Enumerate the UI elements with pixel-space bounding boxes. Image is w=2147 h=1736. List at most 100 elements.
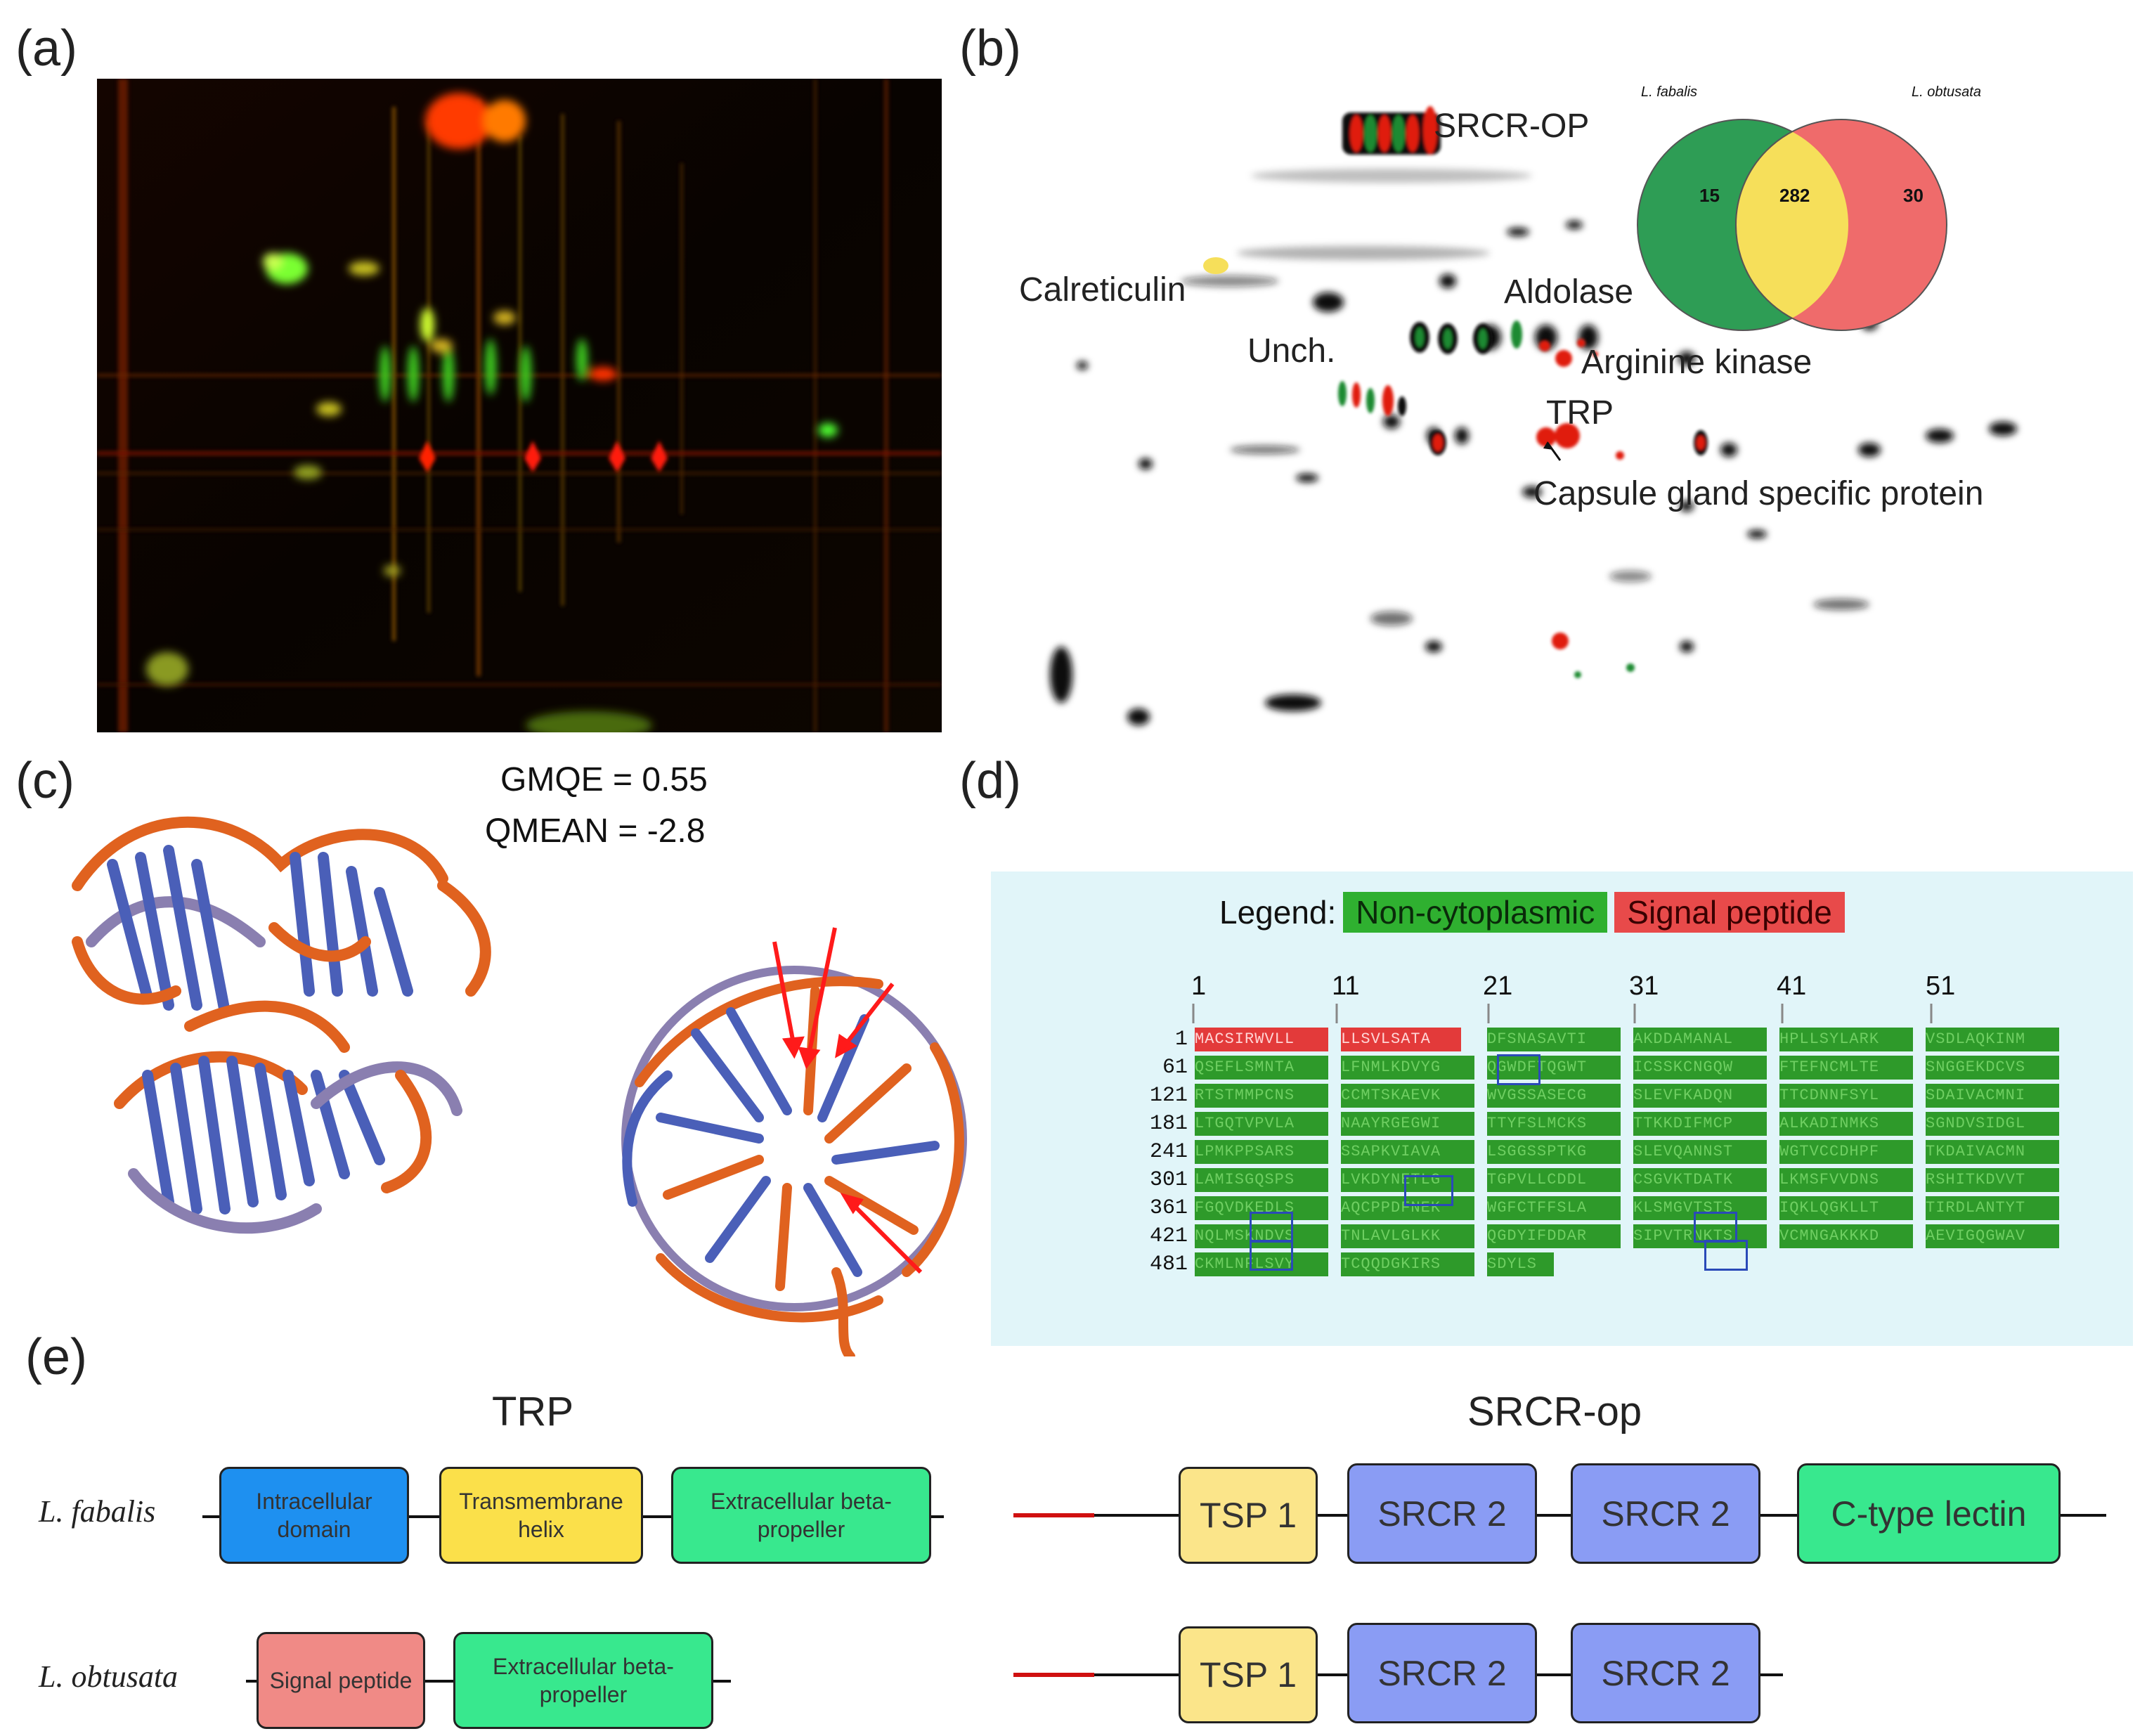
signal-segment xyxy=(1013,1513,1094,1517)
legend-non-cytoplasmic: Non-cytoplasmic xyxy=(1343,892,1608,933)
sequence-block: SIPVTRNKTS xyxy=(1633,1224,1767,1248)
label-srcr-op: SRCR-OP xyxy=(1434,108,1590,145)
sequence-block: LTGQTVPVLA xyxy=(1195,1112,1328,1136)
domain-signal-peptide: Signal peptide xyxy=(257,1632,425,1729)
glycosylation-motif xyxy=(1694,1212,1737,1243)
sequence-block: QSEFLSMNTA xyxy=(1195,1056,1328,1080)
sequence-block: WGFCTFFSLA xyxy=(1487,1196,1621,1220)
sequence-block: TKDAIVACMN xyxy=(1926,1140,2059,1164)
venn-right-title: L. obtusata xyxy=(1912,84,1981,100)
venn-shared-count: 282 xyxy=(1779,185,1810,206)
venn-left-count: 15 xyxy=(1699,185,1720,206)
sequence-block: ICSSKCNGQW xyxy=(1633,1056,1767,1080)
ruler-tick: 51 xyxy=(1926,971,1956,1001)
sequence-block: IQKLQGKLLT xyxy=(1779,1196,1913,1220)
legend-signal-peptide: Signal peptide xyxy=(1614,892,1845,933)
ruler-tick: 41 xyxy=(1777,971,1807,1001)
signal-segment xyxy=(1013,1673,1094,1677)
qmean-score: QMEAN = -2.8 xyxy=(485,812,706,850)
sequence-panel xyxy=(991,872,2133,1346)
trp-title: TRP xyxy=(492,1389,573,1434)
sequence-block: VSDLAQKINM xyxy=(1926,1028,2059,1051)
gel-image-a xyxy=(97,79,942,732)
sequence-block: ALKADINMKS xyxy=(1779,1112,1913,1136)
sequence-block: WVGSSASECG xyxy=(1487,1084,1621,1108)
sequence-block: TTCDNNFSYL xyxy=(1779,1084,1913,1108)
sequence-block: FGQVDKEDLS xyxy=(1195,1196,1328,1220)
sequence-block: LKMSFVVDNS xyxy=(1779,1168,1913,1192)
domain-transmembrane: Transmembrane helix xyxy=(439,1467,643,1564)
protein-structure-top-view xyxy=(583,907,1005,1361)
label-capsule-gland: Capsule gland specific protein xyxy=(1533,475,1984,512)
sequence-block: HPLLSYLARK xyxy=(1779,1028,1913,1051)
label-unch: Unch. xyxy=(1247,332,1336,370)
label-arginine-kinase: Arginine kinase xyxy=(1581,344,1812,381)
domain-c-type-lectin: C-type lectin xyxy=(1797,1463,2061,1564)
sequence-row-number: 181 xyxy=(1149,1112,1188,1136)
sequence-row-number: 61 xyxy=(1162,1056,1188,1080)
ruler-tick: 31 xyxy=(1629,971,1659,1001)
ruler-tick: 21 xyxy=(1483,971,1513,1001)
domain-srcr2: SRCR 2 xyxy=(1347,1463,1537,1564)
label-aldolase: Aldolase xyxy=(1504,273,1634,311)
sequence-block: AKDDAMANAL xyxy=(1633,1028,1767,1051)
sequence-block: SDYLS xyxy=(1487,1252,1554,1276)
sequence-block: LFNMLKDVYG xyxy=(1341,1056,1474,1080)
ruler-line xyxy=(1192,1004,1933,1023)
gmqe-score: GMQE = 0.55 xyxy=(500,761,708,798)
sequence-block: SNGGEKDCVS xyxy=(1926,1056,2059,1080)
sequence-block: LSGGSSPTKG xyxy=(1487,1140,1621,1164)
glycosylation-motif xyxy=(1250,1212,1293,1243)
ruler-tick: 1 xyxy=(1191,971,1207,1001)
species-obtusata: L. obtusata xyxy=(39,1659,179,1694)
sequence-block: RTSTMMPCNS xyxy=(1195,1084,1328,1108)
sequence-block: SLEVQANNST xyxy=(1633,1140,1767,1164)
sequence-block: NAAYRGEGWI xyxy=(1341,1112,1474,1136)
sequence-block: CCMTSKAEVK xyxy=(1341,1084,1474,1108)
domain-srcr2: SRCR 2 xyxy=(1571,1463,1760,1564)
sequence-block: RSHITKDVVT xyxy=(1926,1168,2059,1192)
sequence-block: AEVIGQGWAV xyxy=(1926,1224,2059,1248)
sequence-row-number: 241 xyxy=(1149,1140,1188,1164)
domain-srcr2: SRCR 2 xyxy=(1347,1623,1537,1723)
sequence-row-number: 481 xyxy=(1149,1252,1188,1276)
sequence-block: TIRDLANTYT xyxy=(1926,1196,2059,1220)
glycosylation-motif xyxy=(1497,1054,1540,1085)
sequence-row-number: 361 xyxy=(1149,1196,1188,1220)
venn-left-title: L. fabalis xyxy=(1641,84,1698,100)
glycosylation-motif xyxy=(1250,1240,1293,1271)
domain-srcr2: SRCR 2 xyxy=(1571,1623,1760,1723)
label-trp: TRP xyxy=(1546,394,1614,432)
sequence-block: CSGVKTDATK xyxy=(1633,1168,1767,1192)
ruler-tick: 11 xyxy=(1332,971,1360,1001)
sequence-row-number: 421 xyxy=(1149,1224,1188,1248)
domain-tsp1: TSP 1 xyxy=(1179,1467,1318,1564)
panel-e-label: (e) xyxy=(25,1329,87,1385)
sequence-row-number: 301 xyxy=(1149,1168,1188,1192)
sequence-block: LAMISGQSPS xyxy=(1195,1168,1328,1192)
panel-d-label: (d) xyxy=(959,753,1021,809)
sequence-block: KLSMGVTSTS xyxy=(1633,1196,1767,1220)
glycosylation-motif xyxy=(1704,1240,1748,1271)
domain-beta-propeller: Extracellular beta-propeller xyxy=(453,1632,713,1729)
legend: Legend: Non-cytoplasmic Signal peptide xyxy=(1219,889,1845,935)
sequence-block: LPMKPPSARS xyxy=(1195,1140,1328,1164)
label-calreticulin: Calreticulin xyxy=(1019,271,1186,309)
sequence-row-number: 1 xyxy=(1174,1028,1188,1051)
srcr-title: SRCR-op xyxy=(1467,1389,1642,1434)
sequence-block: MACSIRWVLL xyxy=(1195,1028,1328,1051)
sequence-block: TGPVLLCDDL xyxy=(1487,1168,1621,1192)
sequence-block: FTEFNCMLTE xyxy=(1779,1056,1913,1080)
sequence-block: WGTVCCDHPF xyxy=(1779,1140,1913,1164)
sequence-block: SGNDVSIDGL xyxy=(1926,1112,2059,1136)
sequence-block: TCQQDGKIRS xyxy=(1341,1252,1474,1276)
sequence-block: DFSNASAVTI xyxy=(1487,1028,1621,1051)
legend-title: Legend: xyxy=(1219,894,1337,931)
panel-c-label: (c) xyxy=(15,753,74,809)
sequence-block: SSAPKVIAVA xyxy=(1341,1140,1474,1164)
sequence-block: VCMNGAKKKD xyxy=(1779,1224,1913,1248)
sequence-block: TNLAVLGLKK xyxy=(1341,1224,1474,1248)
sequence-row-number: 121 xyxy=(1149,1084,1188,1108)
species-fabalis: L. fabalis xyxy=(39,1494,156,1529)
domain-tsp1: TSP 1 xyxy=(1179,1626,1318,1723)
